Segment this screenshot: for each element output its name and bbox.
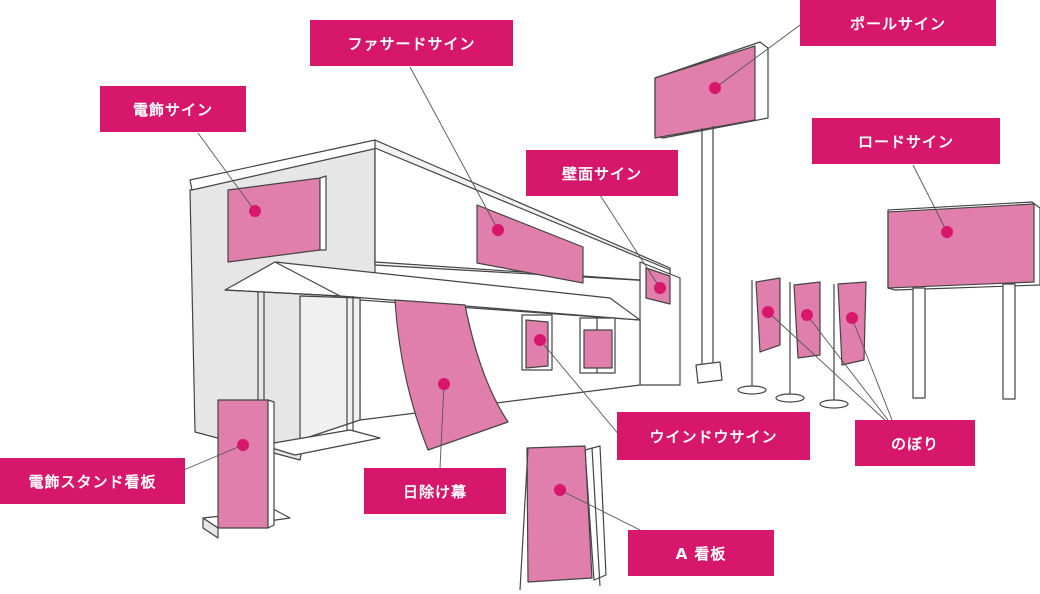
a-board — [519, 445, 607, 591]
marker-dots — [237, 82, 953, 496]
illuminated-sign-panel — [227, 177, 321, 263]
label-fascia-sign: ファサードサイン — [310, 20, 513, 66]
awning-curtain-panel — [394, 299, 509, 451]
label-nobori: のぼり — [855, 420, 975, 466]
label-illuminated-stand: 電飾スタンド看板 — [0, 458, 185, 504]
illuminated-stand — [202, 399, 291, 539]
label-wall-sign: 壁面サイン — [526, 150, 678, 196]
label-road-sign: ロードサイン — [812, 118, 1000, 164]
fascia-sign-panel — [476, 204, 584, 284]
label-awning-curtain: 日除け幕 — [364, 468, 506, 514]
label-illuminated-sign: 電飾サイン — [100, 86, 246, 132]
leader-lines — [159, 24, 948, 531]
label-a-board: A 看板 — [628, 530, 774, 576]
label-window-sign: ウインドウサイン — [617, 412, 810, 460]
road-sign — [887, 201, 1040, 400]
label-pole-sign: ポールサイン — [800, 0, 996, 46]
